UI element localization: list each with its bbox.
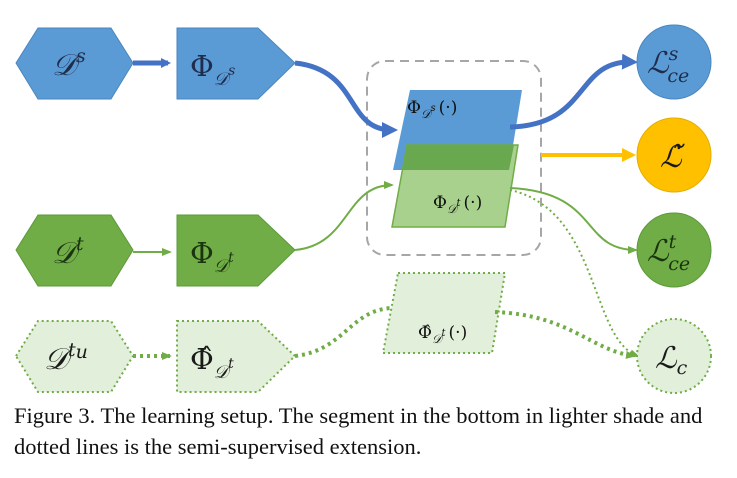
pseudo-features-block <box>381 272 507 354</box>
loss-consistency-label: ℒc <box>655 341 688 379</box>
target-feature-extractor-node <box>176 214 296 287</box>
figure-caption: Figure 3. The learning setup. The segmen… <box>14 403 703 459</box>
loss-consistency-node <box>636 318 712 394</box>
loss-ce-source-node <box>636 24 712 100</box>
arrow-phi-ds-to-features <box>294 60 398 138</box>
arrow-phihat-to-features <box>294 306 393 358</box>
target-feature-extractor-label: Φ𝒟t <box>190 236 234 277</box>
loss-tilde-label: ℒ̃ <box>660 140 686 175</box>
pseudo-feature-extractor-label: Φ̂𝒟t <box>190 342 234 383</box>
target-features-label: Φ𝒟t(·) <box>433 193 482 216</box>
feature-group-box <box>366 60 542 256</box>
source-features-label: Φ𝒟s(·) <box>407 98 457 121</box>
loss-ce-target-node <box>636 212 712 288</box>
arrow-pseudo-to-loss-c <box>494 310 636 359</box>
arrow-features-to-loss-ce-t <box>509 187 638 254</box>
learning-setup-diagram: 𝒟s Φ𝒟s 𝒟t Φ𝒟t 𝒟tu Φ̂𝒟t Φ𝒟s(·) Φ𝒟t(·) Φ̂� <box>14 24 712 394</box>
pseudo-feature-extractor-node <box>176 320 297 393</box>
features-overlap-region <box>402 145 514 170</box>
source-feature-extractor-node <box>176 27 296 100</box>
source-feature-extractor-label: Φ𝒟s <box>190 49 235 90</box>
arrow-features-to-loss-ce-s <box>509 53 638 130</box>
loss-tilde-node <box>636 117 712 193</box>
arrow-features-to-loss-c-dotted-thin <box>509 189 640 358</box>
pseudo-features-label: Φ̂𝒟t(·) <box>418 323 467 346</box>
arrow-phi-dt-to-features <box>294 181 394 251</box>
target-domain-node <box>15 214 134 287</box>
